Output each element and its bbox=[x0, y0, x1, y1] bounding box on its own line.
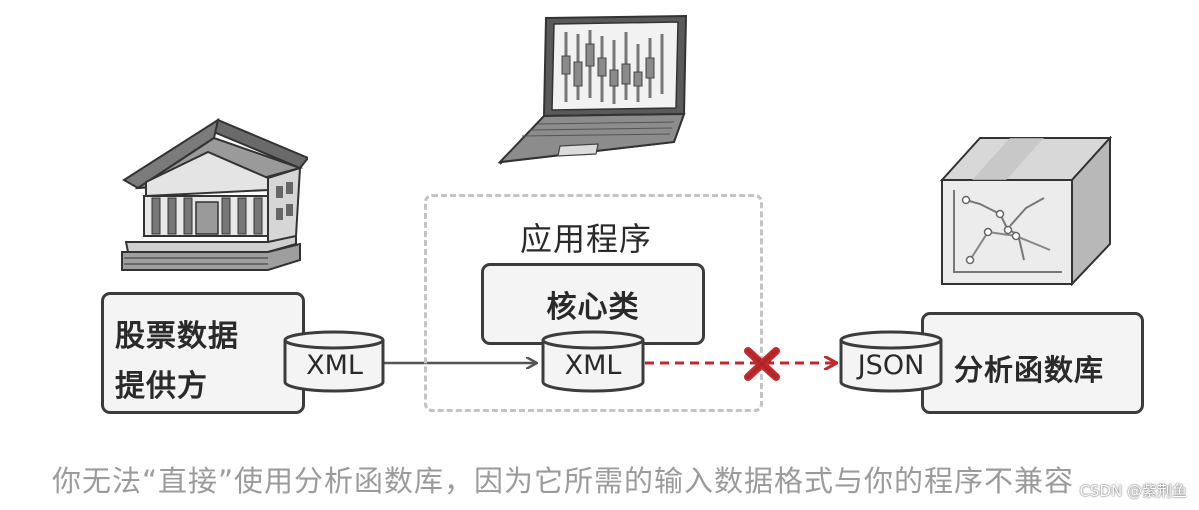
caption: 你无法“直接”使用分析函数库，因为它所需的输入数据格式与你的程序不兼容 bbox=[52, 464, 1075, 498]
app-xml-label: XML bbox=[564, 350, 622, 381]
box-chart-icon bbox=[940, 136, 1112, 286]
cylinder-shape bbox=[541, 330, 645, 393]
application-frame bbox=[424, 194, 763, 412]
library-json-label: JSON bbox=[857, 350, 925, 381]
laptop-chart-icon bbox=[498, 14, 688, 165]
bank-building-icon bbox=[121, 118, 308, 271]
analytics-library-box: 分析函数库 bbox=[921, 312, 1144, 414]
cylinder-shape bbox=[839, 330, 943, 393]
stock-provider-label-line1: 股票数据 bbox=[115, 319, 239, 354]
red-x-icon bbox=[744, 347, 780, 381]
application-title: 应用程序 bbox=[520, 220, 653, 258]
stock-provider-box: 股票数据 提供方 bbox=[101, 292, 305, 414]
core-class-label: 核心类 bbox=[546, 290, 640, 325]
library-json-cylinder: JSON bbox=[839, 330, 943, 394]
stock-provider-label-line2: 提供方 bbox=[115, 369, 208, 404]
watermark: CSDN @紫荆鱼 bbox=[1079, 482, 1187, 500]
app-xml-cylinder: XML bbox=[541, 330, 645, 394]
analytics-library-label: 分析函数库 bbox=[954, 353, 1105, 387]
provider-xml-label: XML bbox=[306, 350, 363, 381]
cylinder-shape bbox=[283, 330, 385, 393]
provider-xml-cylinder: XML bbox=[283, 330, 386, 394]
